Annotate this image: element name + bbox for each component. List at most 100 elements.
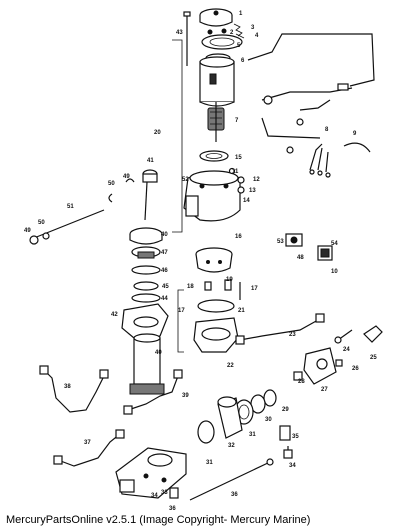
switch-53[interactable] (285, 233, 303, 247)
pivot-rod-36[interactable] (189, 458, 274, 501)
callout-34: 34 (289, 463, 296, 469)
callout-15: 15 (235, 155, 242, 161)
callout-39: 39 (182, 393, 189, 399)
bracket-20 (172, 39, 183, 233)
base-manifold-33[interactable] (115, 447, 187, 499)
fitting-26[interactable] (335, 359, 343, 367)
callout-14: 14 (243, 198, 250, 204)
callout-41: 41 (147, 158, 154, 164)
armature[interactable] (207, 102, 225, 142)
callout-27: 27 (321, 387, 328, 393)
callout-47: 47 (161, 250, 168, 256)
callout-36b: 36 (169, 506, 176, 512)
fitting-25[interactable] (363, 325, 383, 343)
callout-46: 46 (161, 268, 168, 274)
callout-35: 35 (292, 434, 299, 440)
callout-12: 12 (253, 177, 260, 183)
cylinder-32[interactable] (217, 396, 243, 439)
callout-52: 52 (182, 177, 189, 183)
fitting-34b[interactable] (169, 487, 179, 499)
cylinder-cap-42[interactable] (121, 303, 169, 339)
callout-1: 1 (239, 11, 243, 17)
bolt-34[interactable] (283, 446, 293, 459)
hose-39[interactable] (123, 369, 183, 415)
callout-26: 26 (352, 366, 359, 372)
callout-34c: 34 (151, 493, 158, 499)
armature-washer[interactable] (199, 150, 229, 162)
pump-body[interactable] (183, 170, 241, 222)
o-ring-46[interactable] (131, 265, 161, 275)
screw-43[interactable] (183, 11, 191, 66)
reservoir-cap-40[interactable] (129, 227, 163, 245)
callout-45: 45 (162, 284, 169, 290)
hose-38[interactable] (39, 365, 109, 413)
callout-32: 32 (228, 443, 235, 449)
hose-37[interactable] (53, 429, 125, 467)
clip-9[interactable] (343, 142, 371, 153)
callout-49b: 49 (24, 228, 31, 234)
callout-10: 10 (331, 269, 338, 275)
callout-19: 19 (226, 277, 233, 283)
callout-51: 51 (67, 204, 74, 210)
plug-35[interactable] (279, 425, 291, 441)
callout-7: 7 (235, 118, 239, 124)
brush-spring[interactable] (233, 23, 245, 39)
pump-base[interactable] (195, 247, 233, 273)
callout-37: 37 (84, 440, 91, 446)
callout-22: 22 (227, 363, 234, 369)
callout-11: 11 (232, 169, 239, 175)
callout-50b: 50 (38, 220, 45, 226)
callout-44: 44 (161, 296, 168, 302)
hose-23[interactable] (235, 313, 325, 345)
callout-30: 30 (265, 417, 272, 423)
ring-29[interactable] (263, 389, 277, 407)
callout-18: 18 (187, 284, 194, 290)
callout-31: 31 (249, 432, 256, 438)
o-ring-21[interactable] (197, 299, 235, 313)
tilt-rod[interactable] (29, 209, 105, 245)
wiring-harness[interactable] (247, 33, 375, 178)
callout-8: 8 (325, 127, 329, 133)
seal-31b[interactable] (197, 420, 215, 444)
callout-40: 40 (161, 232, 168, 238)
bracket-27[interactable] (303, 347, 337, 385)
callout-3: 3 (251, 25, 255, 31)
callout-24: 24 (343, 347, 350, 353)
callout-17b: 17 (178, 308, 185, 314)
piston-47[interactable] (131, 246, 161, 259)
callout-labels: 1 2 3 4 5 6 7 8 9 10 11 12 13 14 15 16 1… (24, 11, 377, 512)
o-ring-44[interactable] (131, 293, 161, 303)
callout-43: 43 (176, 30, 183, 36)
callout-54: 54 (331, 241, 338, 247)
bracket-17 (177, 289, 184, 353)
callout-50: 50 (108, 181, 115, 187)
hook-50[interactable] (108, 193, 113, 203)
callout-21: 21 (238, 308, 245, 314)
cylinder-body[interactable] (129, 333, 165, 395)
callout-23: 23 (289, 332, 296, 338)
motor-end-cap[interactable] (199, 8, 233, 27)
valve-fittings[interactable] (228, 167, 245, 194)
callout-29: 29 (282, 407, 289, 413)
callout-13: 13 (249, 188, 256, 194)
valve-28[interactable] (293, 371, 303, 381)
spacer-45[interactable] (133, 281, 159, 291)
callout-38: 38 (64, 384, 71, 390)
callout-5: 5 (237, 43, 241, 49)
callout-20: 20 (154, 130, 161, 136)
motor-housing[interactable] (199, 56, 235, 107)
relay-54[interactable] (317, 245, 333, 261)
fitting-24[interactable] (334, 329, 353, 344)
callout-28: 28 (298, 379, 305, 385)
manifold-22[interactable] (193, 317, 239, 353)
callout-16: 16 (235, 234, 242, 240)
callout-31b: 31 (206, 460, 213, 466)
check-valves[interactable] (204, 279, 241, 300)
clip-49[interactable] (125, 178, 135, 183)
callout-33: 33 (161, 490, 168, 496)
image-caption: MercuryPartsOnline v2.5.1 (Image Copyrig… (6, 514, 311, 526)
brush-plate[interactable] (201, 28, 243, 50)
pin-assembly-41[interactable] (142, 169, 158, 221)
callout-40b: 40 (155, 350, 162, 356)
